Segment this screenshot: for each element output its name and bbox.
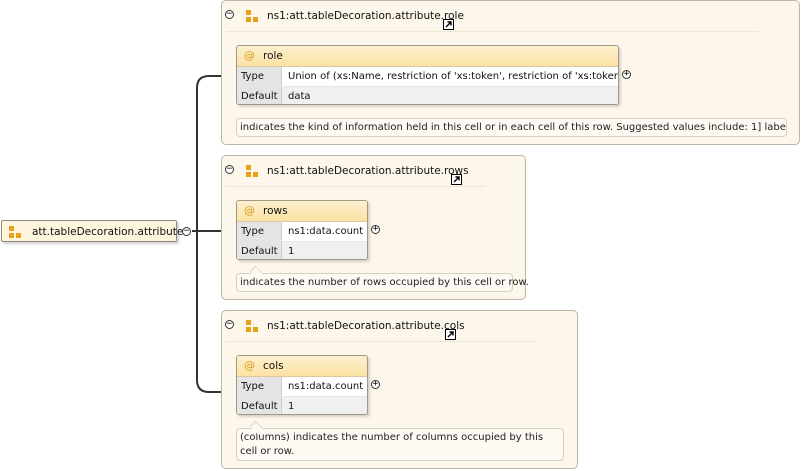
attribute-group-icon (245, 9, 259, 26)
group-rows-separator (226, 186, 485, 187)
attribute-rows-header: @ rows (237, 201, 367, 222)
attribute-role-card[interactable]: @ role Type Union of (xs:Name, restricti… (236, 45, 619, 105)
attribute-cols-expand-toggle[interactable]: + (371, 379, 380, 389)
attribute-group-icon (245, 164, 259, 181)
root-label: att.tableDecoration.attributes (32, 226, 189, 238)
type-label: Type (241, 226, 264, 237)
group-cols-collapse-toggle[interactable]: − (225, 319, 234, 329)
attribute-cols-card[interactable]: @ cols Type ns1:data.count Default 1 (236, 355, 368, 415)
group-role: − ns1:att.tableDecoration.attribute.role… (221, 0, 800, 145)
attribute-at-icon: @ (244, 359, 255, 372)
type-value: ns1:data.count (288, 226, 364, 237)
root-collapse-toggle[interactable]: − (182, 226, 191, 236)
attribute-cols-name: cols (263, 360, 284, 372)
default-value: 1 (288, 246, 295, 257)
attribute-rows-expand-toggle[interactable]: + (371, 224, 380, 234)
documentation-text: (columns) indicates the number of column… (240, 432, 544, 457)
reference-link-icon[interactable] (445, 329, 456, 340)
group-role-separator (226, 31, 759, 32)
type-label: Type (241, 381, 264, 392)
attribute-rows-name: rows (263, 205, 288, 217)
attribute-role-documentation: indicates the kind of information held i… (236, 118, 787, 137)
attribute-rows-type-row: Type ns1:data.count (237, 222, 367, 242)
reference-link-icon[interactable] (451, 174, 462, 185)
attribute-role-expand-toggle[interactable]: + (622, 69, 631, 79)
type-label: Type (241, 71, 264, 82)
attribute-role-default-row: Default data (237, 87, 618, 104)
default-value: data (288, 91, 311, 102)
documentation-text: indicates the kind of information held i… (240, 122, 787, 133)
group-cols: − ns1:att.tableDecoration.attribute.cols… (221, 310, 578, 469)
reference-link-icon[interactable] (443, 19, 454, 30)
group-rows-title: ns1:att.tableDecoration.attribute.rows (267, 165, 469, 177)
group-rows: − ns1:att.tableDecoration.attribute.rows… (221, 155, 529, 300)
attribute-rows-default-row: Default 1 (237, 242, 367, 259)
attribute-cols-documentation: (columns) indicates the number of column… (236, 420, 564, 461)
attribute-role-type-row: Type Union of (xs:Name, restriction of '… (237, 67, 618, 87)
default-label: Default (241, 246, 278, 257)
attribute-rows-card[interactable]: @ rows Type ns1:data.count Default 1 (236, 200, 368, 260)
root-attribute-group-node[interactable]: att.tableDecoration.attributes (1, 220, 189, 242)
attribute-group-icon (8, 225, 22, 242)
attribute-cols-type-row: Type ns1:data.count (237, 377, 367, 397)
group-cols-separator (226, 341, 537, 342)
default-label: Default (241, 91, 278, 102)
attribute-at-icon: @ (244, 204, 255, 217)
attribute-cols-header: @ cols (237, 356, 367, 377)
type-value: Union of (xs:Name, restriction of 'xs:to… (288, 71, 619, 82)
attribute-rows-documentation: indicates the number of rows occupied by… (236, 265, 529, 292)
attribute-group-icon (245, 319, 259, 336)
group-cols-title: ns1:att.tableDecoration.attribute.cols (267, 320, 465, 332)
group-rows-collapse-toggle[interactable]: − (225, 164, 234, 174)
type-value: ns1:data.count (288, 381, 364, 392)
default-label: Default (241, 401, 278, 412)
attribute-role-header: @ role (237, 46, 618, 67)
attribute-at-icon: @ (244, 49, 255, 62)
attribute-cols-default-row: Default 1 (237, 397, 367, 414)
group-role-title: ns1:att.tableDecoration.attribute.role (267, 10, 464, 22)
attribute-role-name: role (263, 50, 283, 62)
documentation-text: indicates the number of rows occupied by… (240, 277, 529, 288)
default-value: 1 (288, 401, 295, 412)
group-role-collapse-toggle[interactable]: − (225, 9, 234, 19)
